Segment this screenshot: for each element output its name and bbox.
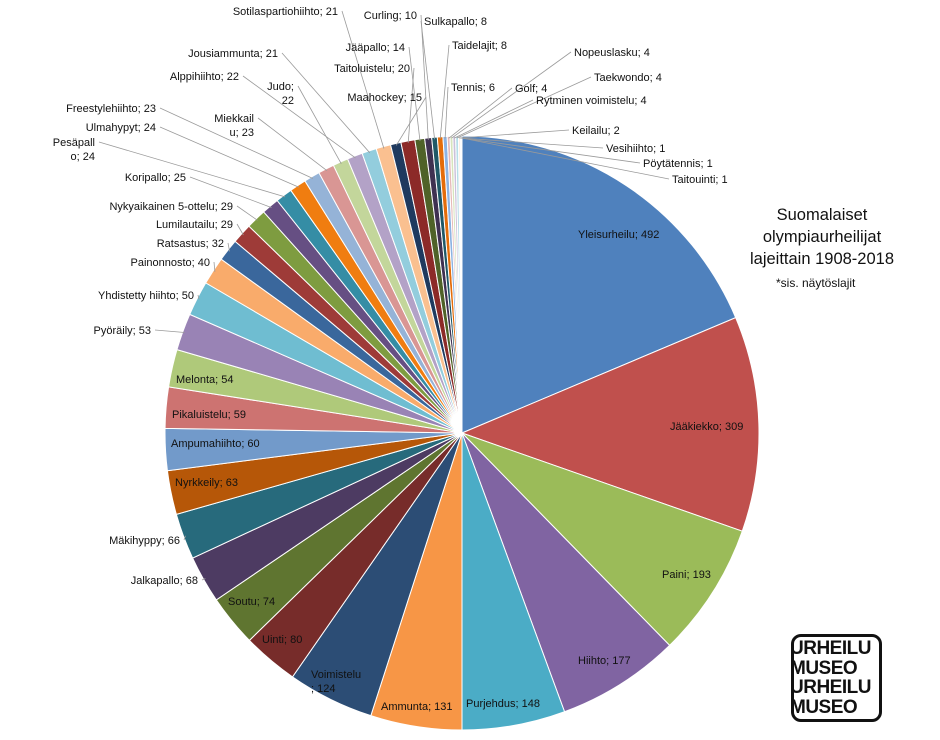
slice-label-freestylehiihto: Freestylehiihto; 23 bbox=[66, 103, 156, 115]
leader-line-makihyppy bbox=[183, 535, 186, 541]
slice-label-tennis: Tennis; 6 bbox=[451, 82, 495, 94]
leader-line-ratsastus bbox=[227, 242, 230, 252]
slice-label-taidelajit: Taidelajit; 8 bbox=[452, 40, 507, 52]
leader-line-jaapallo bbox=[408, 46, 421, 142]
slice-label-taitoluistelu: Taitoluistelu; 20 bbox=[334, 63, 410, 75]
leader-line-nykyaikainen-5-ottelu bbox=[236, 205, 258, 221]
leader-line-freestylehiihto bbox=[159, 107, 314, 179]
slice-label-maahockey: Maahockey; 15 bbox=[347, 92, 422, 104]
slice-label-alppihiihto: Alppihiihto; 22 bbox=[170, 71, 239, 83]
leader-line-alppihiihto bbox=[242, 75, 356, 159]
leader-line-keilailu bbox=[459, 129, 570, 139]
slice-label-nopeuslasku: Nopeuslasku; 4 bbox=[574, 47, 650, 59]
pie-slices bbox=[164, 135, 760, 731]
slice-label-jousiammunta: Jousiammunta; 21 bbox=[188, 48, 278, 60]
leader-line-rytminen-voimistelu bbox=[454, 99, 534, 139]
slice-label-sulkapallo: Sulkapallo; 8 bbox=[424, 16, 487, 28]
slice-label-judo: Judo;22 bbox=[267, 81, 294, 107]
slice-label-jalkapallo: Jalkapallo; 68 bbox=[131, 575, 198, 587]
leader-line-taitouinti bbox=[461, 137, 670, 180]
slice-label-koripallo: Koripallo; 25 bbox=[125, 172, 186, 184]
leader-line-sulkapallo bbox=[420, 20, 435, 140]
slice-label-voimistelu: Voimistelu; 124 bbox=[311, 669, 361, 695]
leader-line-pyoraily bbox=[154, 329, 185, 333]
leader-line-yhdistetty-hiihto bbox=[197, 294, 200, 300]
chart-title-line-3: lajeittain 1908-2018 bbox=[749, 250, 895, 268]
urheilumuseo-logo: URHEILU MUSEO URHEILU MUSEO bbox=[791, 634, 882, 722]
slice-label-ratsastus: Ratsastus; 32 bbox=[157, 238, 224, 250]
slice-label-vesihiihto: Vesihiihto; 1 bbox=[606, 143, 665, 155]
slice-label-jaakiekko: Jääkiekko; 309 bbox=[670, 421, 743, 433]
slice-label-makihyppy: Mäkihyppy; 66 bbox=[109, 535, 180, 547]
logo-line: MUSEO bbox=[791, 657, 858, 679]
leader-line-tennis bbox=[444, 86, 449, 139]
leader-line-taekwondo bbox=[456, 76, 592, 139]
leader-line-jousiammunta bbox=[281, 52, 371, 154]
pie-slice-hiihto bbox=[461, 432, 671, 713]
leader-line-nopeuslasku bbox=[451, 51, 572, 139]
pie-slice-yleisurheilu bbox=[461, 135, 737, 434]
leader-line-koripallo bbox=[189, 176, 272, 208]
leader-line-golf bbox=[448, 87, 513, 139]
slice-label-taitouinti: Taitouinti; 1 bbox=[672, 174, 728, 186]
leader-lines bbox=[98, 10, 670, 581]
leader-line-pesapallo bbox=[98, 141, 286, 198]
pie-slice-jaakiekko bbox=[460, 316, 760, 532]
chart-title: Suomalaiset olympiaurheilijat lajeittain… bbox=[722, 204, 922, 270]
slice-label-jaapallo: Jääpallo; 14 bbox=[346, 42, 405, 54]
leader-line-vesihiihto bbox=[460, 137, 604, 149]
leader-line-taidelajit bbox=[439, 44, 450, 139]
slice-label-ampumahiihto: Ampumahiihto; 60 bbox=[171, 438, 260, 450]
pie-slice-paini bbox=[461, 432, 743, 647]
chart-title-line-2: olympiaurheilijat bbox=[762, 228, 882, 246]
slice-label-sotilaspartiohiihto: Sotilaspartiohiihto; 21 bbox=[233, 6, 338, 18]
slice-label-paini: Paini; 193 bbox=[662, 569, 711, 581]
slice-label-pikaluistelu: Pikaluistelu; 59 bbox=[172, 409, 246, 421]
chart-subtitle: *sis. näytöslajit bbox=[776, 276, 856, 290]
slice-label-keilailu: Keilailu; 2 bbox=[572, 125, 620, 137]
slice-label-painonnosto: Painonnosto; 40 bbox=[130, 257, 210, 269]
leader-line-ulmahypyt bbox=[159, 126, 300, 188]
logo-line: URHEILU bbox=[791, 638, 871, 659]
leader-line-lumilautailu bbox=[236, 223, 244, 236]
slice-label-pyoraily: Pyöräily; 53 bbox=[94, 325, 151, 337]
slice-label-ulmahypyt: Ulmahypyt; 24 bbox=[86, 122, 156, 134]
leader-line-maahockey bbox=[395, 96, 427, 146]
slice-label-nyrkkeily: Nyrkkeily; 63 bbox=[175, 477, 238, 489]
slice-label-yleisurheilu: Yleisurheilu; 492 bbox=[578, 229, 659, 241]
slice-label-melonta: Melonta; 54 bbox=[176, 374, 233, 386]
logo-line: MUSEO bbox=[791, 696, 858, 718]
slice-label-soutu: Soutu; 74 bbox=[228, 596, 275, 608]
slice-label-golf: Golf; 4 bbox=[515, 83, 547, 95]
slice-label-poytatennis: Pöytätennis; 1 bbox=[643, 158, 713, 170]
slice-label-nykyaikainen-5-ottelu: Nykyaikainen 5-ottelu; 29 bbox=[109, 201, 233, 213]
slice-label-yhdistetty-hiihto: Yhdistetty hiihto; 50 bbox=[98, 290, 194, 302]
leader-line-painonnosto bbox=[213, 261, 216, 272]
leader-line-sotilaspartiohiihto bbox=[341, 10, 385, 149]
leader-line-miekkailu bbox=[257, 117, 328, 172]
slice-label-taekwondo: Taekwondo; 4 bbox=[594, 72, 662, 84]
slice-label-ammunta: Ammunta; 131 bbox=[381, 701, 453, 713]
leader-line-jalkapallo bbox=[201, 578, 206, 581]
slice-label-curling: Curling; 10 bbox=[364, 10, 417, 22]
slice-label-purjehdus: Purjehdus; 148 bbox=[466, 698, 540, 710]
slice-label-lumilautailu: Lumilautailu; 29 bbox=[156, 219, 233, 231]
logo-line: URHEILU bbox=[791, 677, 871, 698]
chart-title-line-1: Suomalaiset bbox=[776, 206, 868, 224]
slice-label-hiihto: Hiihto; 177 bbox=[578, 655, 631, 667]
slice-label-rytminen-voimistelu: Rytminen voimistelu; 4 bbox=[536, 95, 647, 107]
slice-label-uinti: Uinti; 80 bbox=[262, 634, 302, 646]
pie-slice-taitouinti bbox=[460, 135, 463, 434]
leader-line-judo bbox=[297, 85, 342, 164]
leader-line-curling bbox=[420, 14, 429, 140]
leader-line-poytatennis bbox=[460, 137, 641, 164]
